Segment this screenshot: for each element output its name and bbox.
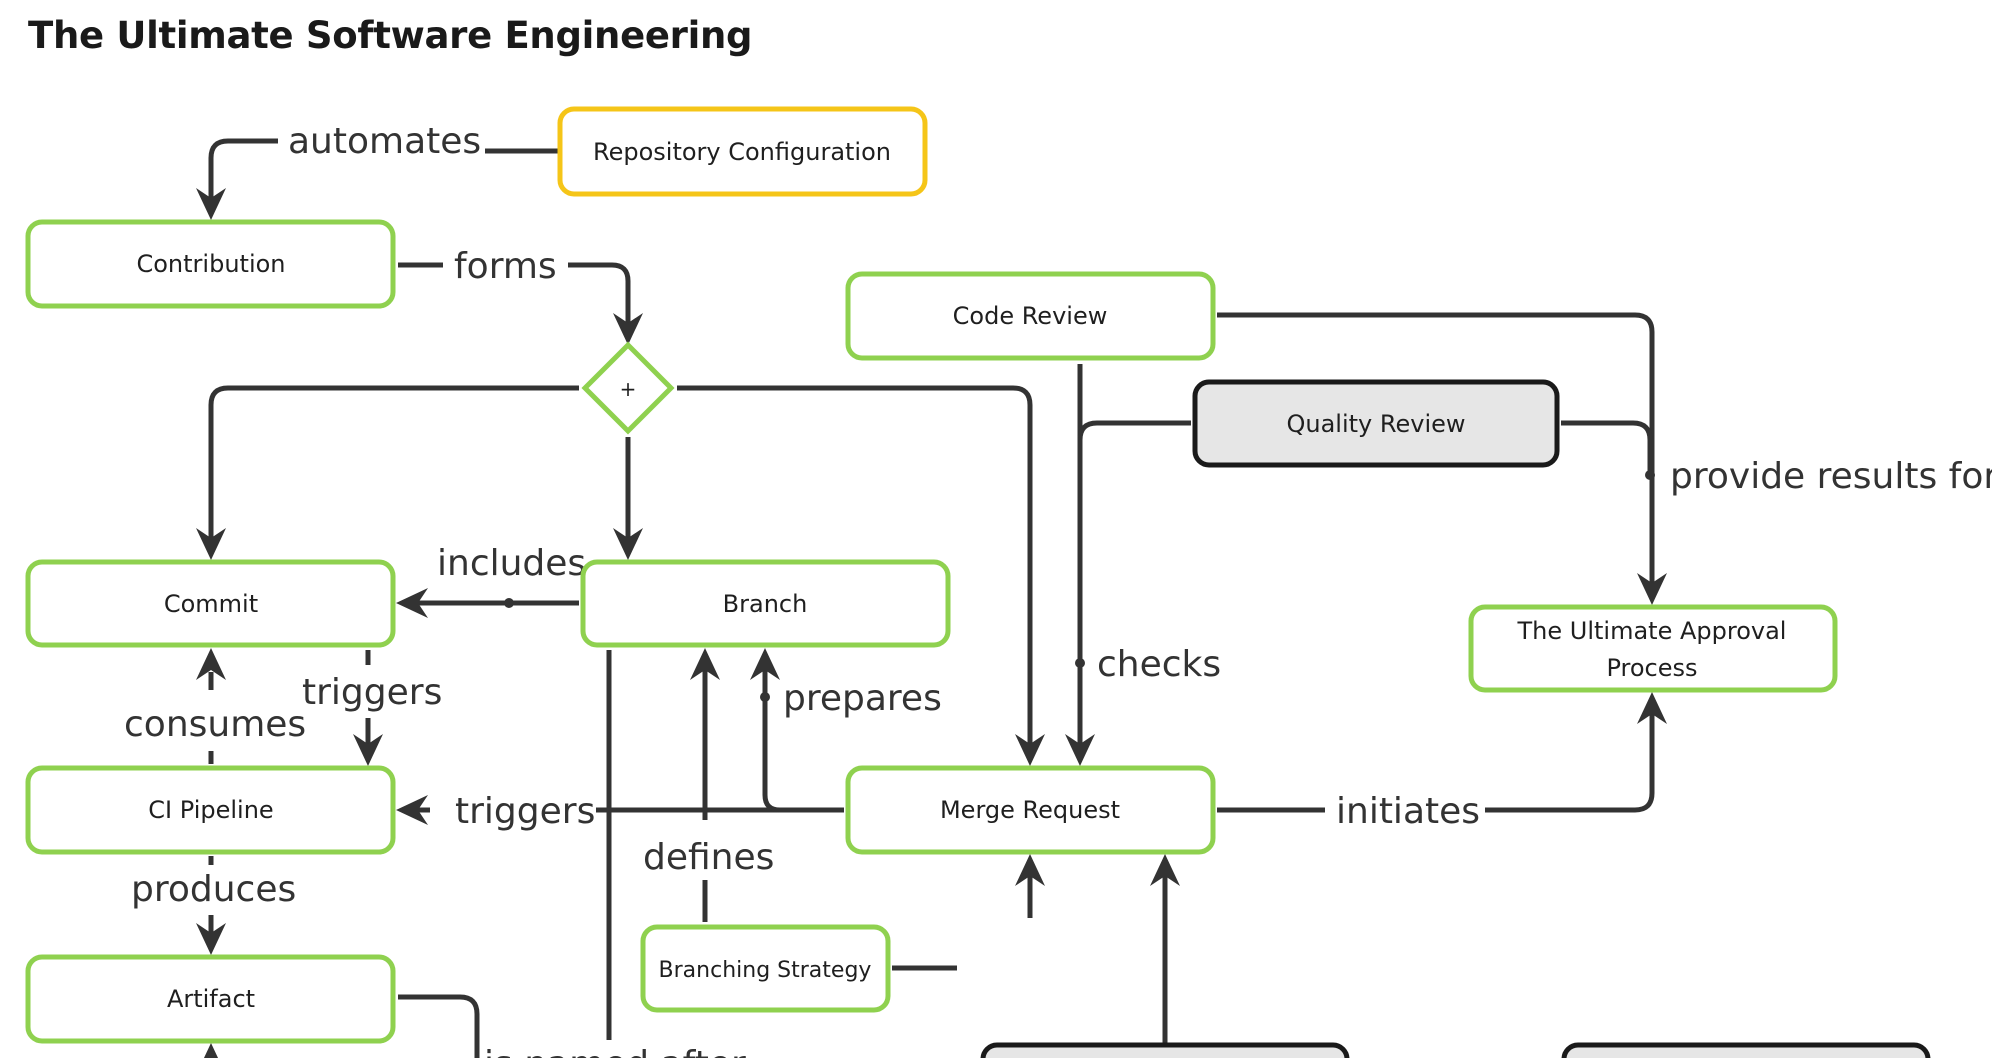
- label-prepares: prepares: [783, 678, 942, 719]
- edge-forms[interactable]: [398, 262, 631, 323]
- label-triggers-commit-ci: triggers: [302, 672, 442, 713]
- arrowhead-artifact-bottom: [203, 1043, 219, 1058]
- connector-dots: [504, 470, 1655, 702]
- edge-gateway-merge[interactable]: [677, 385, 1033, 746]
- arrowhead-ci-right: [396, 795, 428, 825]
- edge-is-named-after-artifact[interactable]: [398, 994, 480, 1058]
- node-label: Merge Request: [940, 796, 1120, 824]
- arrowhead-gateway: [613, 313, 643, 345]
- arrowhead-commit-bottom: [196, 648, 226, 680]
- arrowhead-branch-bottom-2: [750, 648, 780, 680]
- node-quality-review[interactable]: Quality Review: [1192, 379, 1560, 468]
- node-label: Commit: [164, 590, 258, 618]
- edge-prepares[interactable]: [762, 668, 781, 813]
- node-ci-pipeline[interactable]: CI Pipeline: [25, 765, 396, 855]
- arrowhead-commit-right: [396, 588, 428, 618]
- label-includes: includes: [437, 543, 586, 584]
- arrowhead-approval-top: [1637, 573, 1667, 605]
- edge-automates[interactable]: [208, 138, 558, 200]
- label-automates: automates: [288, 121, 481, 162]
- label-checks: checks: [1097, 644, 1221, 685]
- node-label: Quality Review: [1286, 410, 1465, 438]
- label-produces: produces: [131, 869, 296, 910]
- dot-includes: [504, 598, 514, 608]
- node-contribution[interactable]: Contribution: [25, 219, 396, 309]
- node-artifact[interactable]: Artifact: [25, 954, 396, 1044]
- node-label: Branch: [723, 590, 808, 618]
- edge-initiates[interactable]: [1217, 712, 1655, 813]
- node-branching-strategy[interactable]: Branching Strategy: [640, 924, 891, 1013]
- label-consumes: consumes: [124, 704, 306, 745]
- arrowhead-approval-bottom: [1637, 692, 1667, 724]
- arrowhead-ci-top: [353, 734, 383, 766]
- node-commit[interactable]: Commit: [25, 559, 396, 648]
- label-provide-results-for: provide results for: [1670, 456, 1992, 497]
- edges: [208, 138, 1655, 1058]
- node-label: Contribution: [136, 250, 285, 278]
- dot-provide-results: [1645, 470, 1655, 480]
- node-bottom-gray-2[interactable]: [1561, 1042, 1931, 1058]
- label-initiates: initiates: [1336, 791, 1480, 832]
- gateway-parallel[interactable]: +: [581, 341, 675, 435]
- edge-labels: automates forms includes provide results…: [124, 121, 1992, 1058]
- gateway-plus-icon: +: [620, 377, 637, 401]
- node-label: Artifact: [167, 985, 255, 1013]
- node-label: Code Review: [953, 302, 1108, 330]
- node-label: Branching Strategy: [659, 958, 872, 983]
- arrowhead-contribution: [196, 188, 226, 220]
- arrowhead-merge-bottom-2: [1150, 854, 1180, 886]
- arrowhead-branch-bottom-1: [690, 648, 720, 680]
- edge-defines-merge[interactable]: [892, 874, 1033, 971]
- arrowhead-merge-bottom-1: [1015, 854, 1045, 886]
- node-code-review[interactable]: Code Review: [845, 271, 1216, 361]
- node-branch[interactable]: Branch: [580, 559, 951, 648]
- arrowhead-branch-top: [613, 528, 643, 560]
- arrowheads: [196, 188, 1667, 1058]
- edge-code-review-approval[interactable]: [1217, 312, 1655, 585]
- label-defines-branch: defines: [643, 837, 774, 878]
- arrowhead-commit-top: [196, 528, 226, 560]
- node-repository-configuration[interactable]: Repository Configuration: [557, 106, 928, 197]
- label-is-named-after: is named after: [484, 1044, 746, 1058]
- node-label-line2: Process: [1606, 654, 1697, 682]
- label-forms: forms: [454, 246, 557, 287]
- dot-checks: [1075, 658, 1085, 668]
- node-bottom-gray-1[interactable]: [980, 1042, 1350, 1058]
- node-label-line1: The Ultimate Approval: [1517, 617, 1787, 645]
- edge-provide-results-for[interactable]: [1561, 420, 1653, 475]
- dot-prepares: [760, 692, 770, 702]
- node-merge-request[interactable]: Merge Request: [845, 765, 1216, 855]
- node-label: CI Pipeline: [148, 796, 273, 824]
- label-triggers-mr-ci: triggers: [455, 791, 595, 832]
- node-ultimate-approval-process[interactable]: The Ultimate Approval Process: [1468, 604, 1838, 693]
- arrowhead-merge-top-1: [1015, 734, 1045, 766]
- edge-gateway-commit[interactable]: [208, 385, 579, 540]
- edge-checks[interactable]: [1077, 420, 1191, 746]
- node-label: Repository Configuration: [593, 138, 891, 166]
- arrowhead-merge-top-2: [1065, 734, 1095, 766]
- arrowhead-artifact-top: [196, 923, 226, 955]
- diagram-title: The Ultimate Software Engineering: [28, 14, 753, 57]
